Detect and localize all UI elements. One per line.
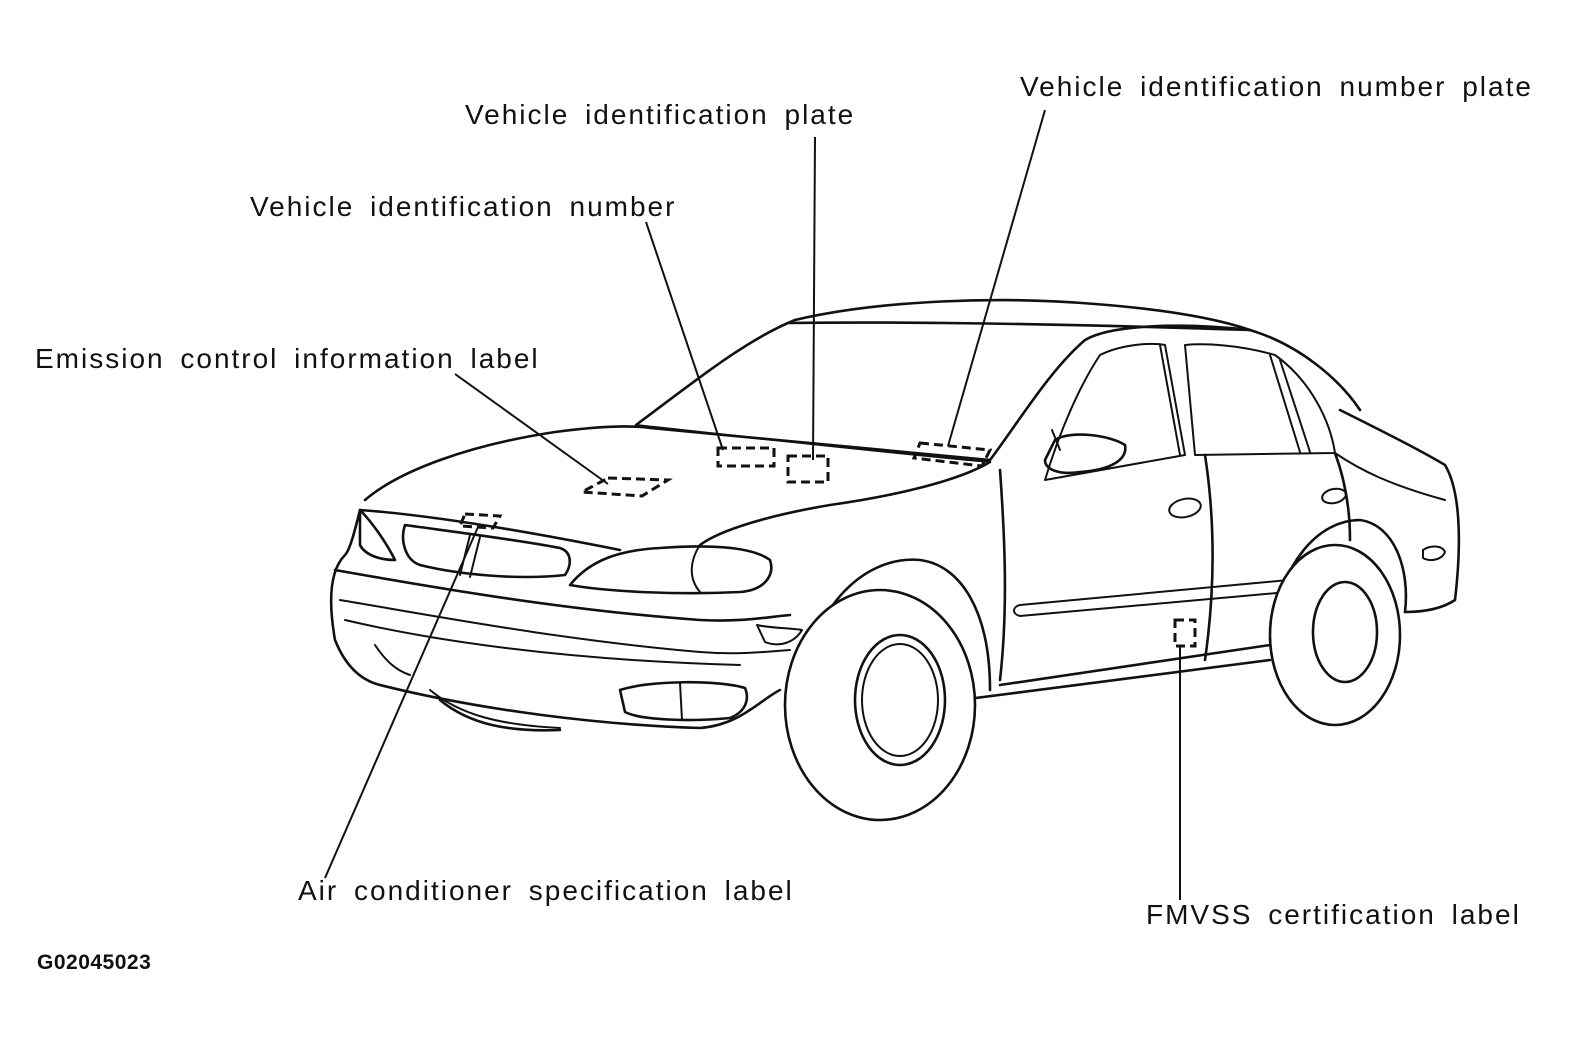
leader-emission-control-information [454, 373, 609, 485]
label-air-conditioner-specification: Air conditioner specification label [298, 875, 794, 906]
leader-vehicle-identification-number-plate [947, 109, 1046, 447]
rear-wheel [1268, 518, 1408, 727]
leader-air-conditioner-specification [324, 526, 479, 879]
front-wheel [783, 558, 992, 822]
leader-vehicle-identification-number [645, 221, 724, 451]
fmvss-label-marker [1173, 618, 1197, 648]
label-vehicle-identification-number: Vehicle identification number [250, 191, 677, 222]
vin-plate-marker [911, 441, 993, 468]
leader-vehicle-identification-plate [812, 136, 816, 461]
leader-lines [324, 109, 1181, 900]
label-vehicle-identification-number-plate: Vehicle identification number plate [1020, 71, 1533, 102]
ac-label-marker [457, 512, 503, 530]
vehicle-id-plate-marker [786, 454, 830, 484]
front-left-wheel-shadow [438, 698, 562, 732]
emission-label-marker [576, 476, 674, 498]
label-markers [457, 441, 1197, 648]
label-vehicle-identification-plate: Vehicle identification plate [465, 99, 856, 130]
car-body [329, 298, 1461, 730]
label-emission-control-information: Emission control information label [35, 343, 540, 374]
figure-id: G02045023 [37, 951, 152, 974]
vin-marker [716, 446, 776, 468]
label-fmvss-certification: FMVSS certification label [1146, 899, 1521, 930]
